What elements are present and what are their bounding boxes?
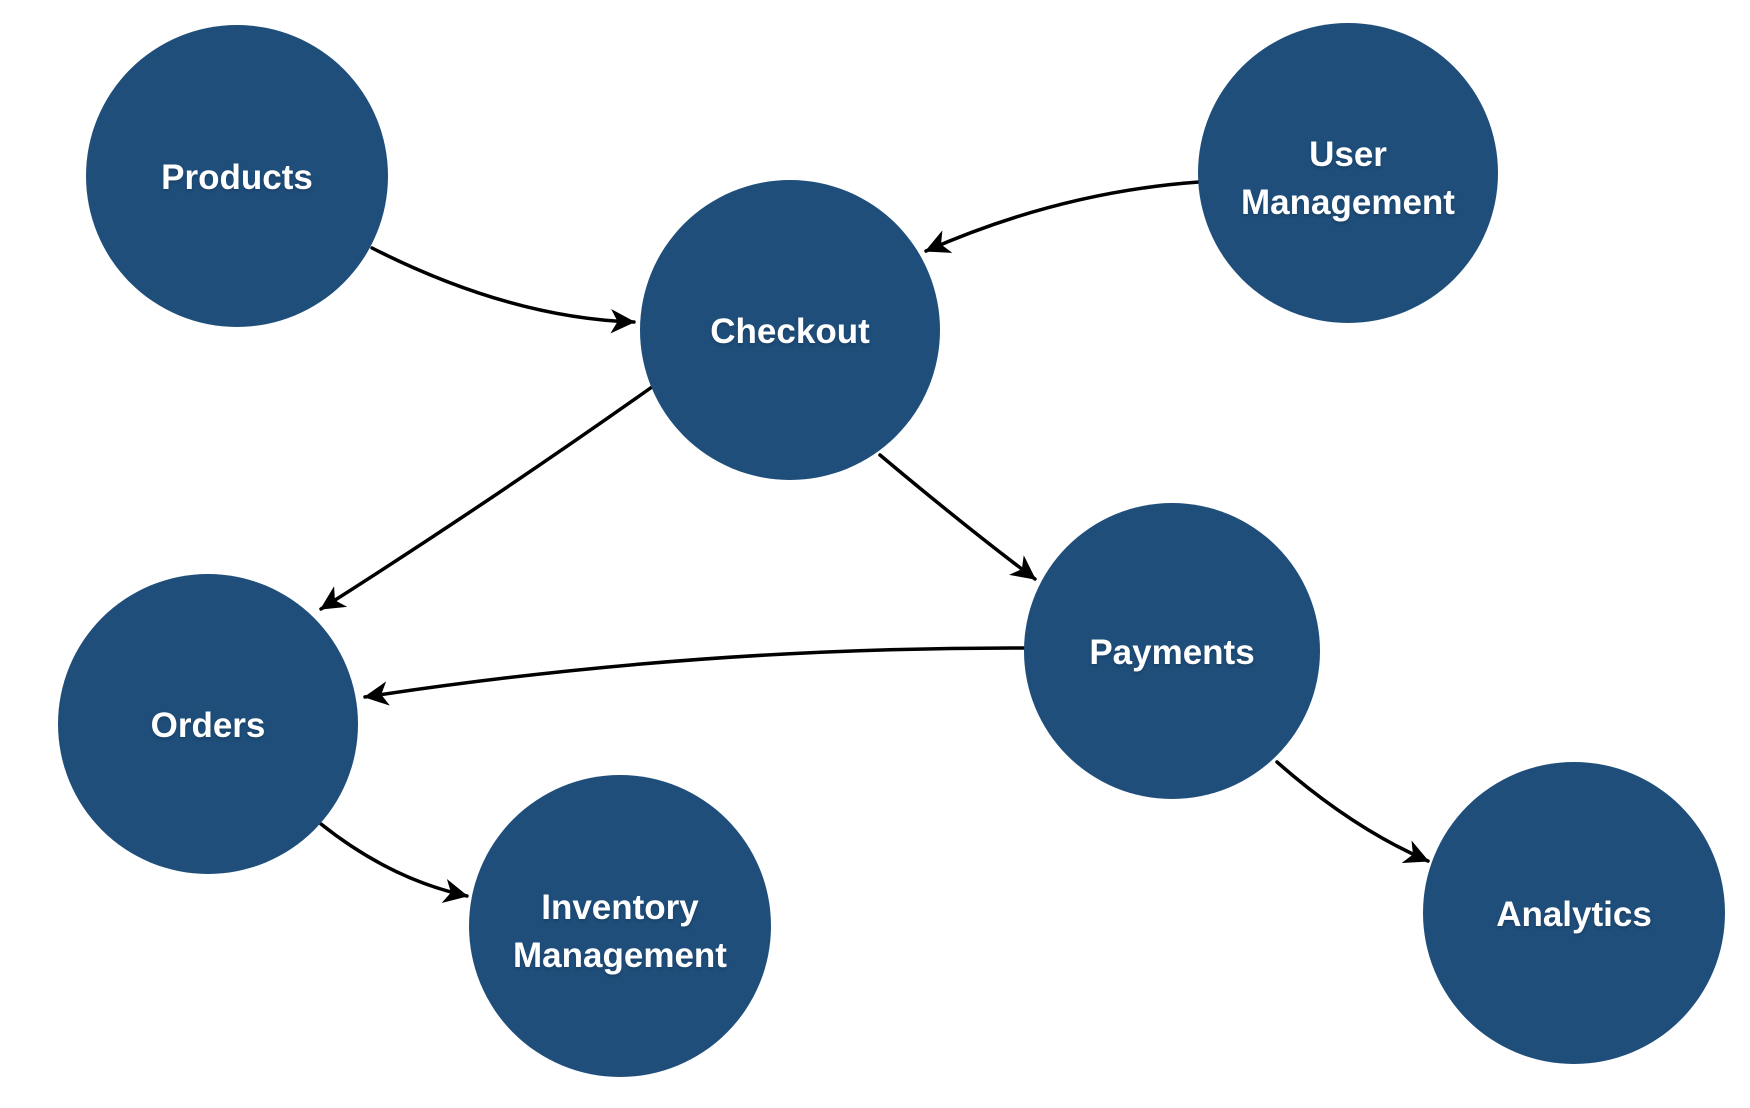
- node-user-management-label-line: User: [1309, 135, 1387, 174]
- node-checkout-circle: [640, 180, 940, 480]
- edge-products-to-checkout: [370, 246, 636, 334]
- node-inventory-management-label-line: Inventory: [541, 888, 699, 927]
- node-user-management-label-line: Management: [1241, 183, 1455, 222]
- node-checkout-label-line: Checkout: [710, 312, 870, 351]
- node-payments-label: Payments: [1089, 633, 1254, 672]
- node-products-circle: [86, 25, 388, 327]
- edge-checkout-to-payments: [878, 453, 1037, 581]
- node-payments: Payments: [1024, 503, 1320, 799]
- edges-layer: [319, 180, 1430, 903]
- node-inventory-management-circle: [469, 775, 771, 1077]
- node-products-label-line: Products: [161, 158, 313, 197]
- edge-orders-to-inventory-management: [319, 822, 469, 903]
- node-orders-label: Orders: [151, 706, 266, 745]
- node-orders: Orders: [58, 574, 358, 874]
- node-user-management-circle: [1198, 23, 1498, 323]
- node-payments-label-line: Payments: [1089, 633, 1254, 672]
- edge-payments-to-analytics: [1275, 760, 1430, 863]
- node-analytics: Analytics: [1423, 762, 1725, 1064]
- node-products: Products: [86, 25, 388, 327]
- node-inventory-management-label-line: Management: [513, 936, 727, 975]
- node-orders-circle: [58, 574, 358, 874]
- node-payments-circle: [1024, 503, 1320, 799]
- edge-user-management-to-checkout: [924, 180, 1201, 253]
- node-analytics-label-line: Analytics: [1496, 895, 1652, 934]
- edge-payments-to-orders: [363, 646, 1027, 706]
- node-products-label: Products: [161, 158, 313, 197]
- node-checkout-label: Checkout: [710, 312, 870, 351]
- node-analytics-circle: [1423, 762, 1725, 1064]
- node-analytics-label: Analytics: [1496, 895, 1652, 934]
- edge-checkout-to-orders: [319, 385, 654, 611]
- node-checkout: Checkout: [640, 180, 940, 480]
- node-orders-label-line: Orders: [151, 706, 266, 745]
